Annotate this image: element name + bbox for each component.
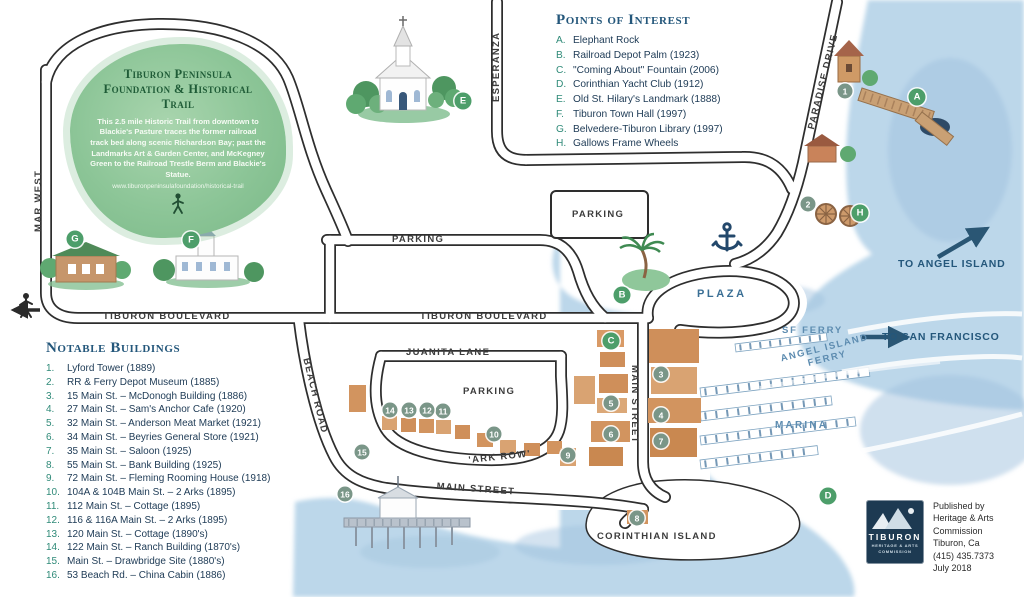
corinthian-island	[585, 479, 801, 561]
poi-item[interactable]: C. "Coming About" Fountain (2006)	[556, 64, 719, 76]
church-illustration	[346, 16, 463, 123]
map-marker-D[interactable]: D	[819, 487, 837, 505]
building-item[interactable]: 13. 120 Main St. – Cottage (1890's)	[46, 528, 208, 540]
map-marker-C[interactable]: C	[602, 332, 620, 350]
building-item[interactable]: 9. 72 Main St. – Fleming Rooming House (…	[46, 473, 271, 485]
plaza-label: PLAZA	[697, 288, 747, 300]
map-marker-9[interactable]: 9	[560, 447, 576, 463]
poi-item[interactable]: B. Railroad Depot Palm (1923)	[556, 49, 700, 61]
building-item[interactable]: 3. 15 Main St. – McDonogh Building (1886…	[46, 390, 248, 402]
points-of-interest-panel: Points of Interest A. Elephant Rock B. R…	[556, 12, 794, 152]
palm-tree-illustration	[619, 232, 670, 291]
marina-label: MARINA	[775, 420, 829, 431]
logo-subtitle-2: COMMISSION	[878, 549, 912, 554]
road-label-main-street-vertical: MAIN STREET	[629, 365, 640, 444]
building-item[interactable]: 7. 35 Main St. – Saloon (1925)	[46, 445, 192, 457]
parking-label-upper: PARKING	[572, 209, 625, 220]
building-item[interactable]: 2. RR & Ferry Depot Museum (1885)	[46, 376, 220, 388]
building-item[interactable]: 14. 122 Main St. – Ranch Building (1870'…	[46, 542, 241, 554]
depot-museum-illustration	[804, 134, 856, 163]
poi-item[interactable]: H. Gallows Frame Wheels	[556, 138, 679, 150]
map-marker-15[interactable]: 15	[354, 444, 370, 460]
map-marker-4[interactable]: 4	[653, 407, 669, 423]
map-marker-H[interactable]: H	[851, 204, 869, 222]
ferry-wake-streaks	[759, 311, 1023, 455]
logo-title: TIBURON	[868, 532, 922, 542]
map-marker-11[interactable]: 11	[435, 403, 451, 419]
map-marker-E[interactable]: E	[454, 92, 472, 110]
poi-heading: Points of Interest	[556, 12, 691, 28]
map-marker-3[interactable]: 3	[653, 366, 669, 382]
to-angel-island-arrow	[936, 226, 990, 259]
map-marker-7[interactable]: 7	[653, 433, 669, 449]
map-marker-G[interactable]: G	[66, 230, 84, 248]
parking-label-mid: PARKING	[392, 234, 445, 245]
china-cabin-pier-illustration	[343, 476, 471, 549]
map-marker-8[interactable]: 8	[629, 510, 645, 526]
map-marker-2[interactable]: 2	[800, 196, 816, 212]
poi-item[interactable]: A. Elephant Rock	[556, 35, 640, 46]
building-item[interactable]: 8. 55 Main St. – Bank Building (1925)	[46, 459, 222, 471]
road-label-tiburon-blvd-west: TIBURON BOULEVARD	[103, 311, 231, 322]
map-marker-14[interactable]: 14	[382, 402, 398, 418]
to-san-francisco-label: TO SAN FRANCISCO	[882, 331, 1000, 343]
lyford-tower-illustration	[834, 40, 878, 86]
notable-buildings-panel: Notable Buildings 1. Lyford Tower (1889)…	[46, 340, 301, 583]
parking-lot-upper	[550, 190, 649, 239]
parking-label-lower: PARKING	[463, 386, 516, 397]
building-item[interactable]: 6. 34 Main St. – Beyries General Store (…	[46, 431, 259, 443]
map-marker-5[interactable]: 5	[603, 395, 619, 411]
trail-title-card: Tiburon Peninsula Foundation & Historica…	[70, 44, 286, 238]
sf-ferry-label: SF FERRY	[782, 325, 844, 336]
poi-item[interactable]: F. Tiburon Town Hall (1997)	[556, 108, 687, 120]
map-marker-16[interactable]: 16	[337, 486, 353, 502]
library-illustration	[40, 242, 131, 290]
building-item[interactable]: 5. 32 Main St. – Anderson Meat Market (1…	[46, 418, 261, 430]
building-item[interactable]: 1. Lyford Tower (1889)	[46, 363, 156, 374]
map-marker-1[interactable]: 1	[837, 83, 853, 99]
poi-item[interactable]: G. Belvedere-Tiburon Library (1997)	[556, 123, 723, 135]
poi-item[interactable]: E. Old St. Hilary's Landmark (1888)	[556, 94, 721, 106]
building-item[interactable]: 10. 104A & 104B Main St. – 2 Arks (1895)	[46, 487, 236, 499]
building-item[interactable]: 15. Main St. – Drawbridge Site (1880's)	[46, 556, 225, 568]
road-label-mar-west: MAR WEST	[33, 169, 44, 232]
map-marker-13[interactable]: 13	[401, 402, 417, 418]
buildings-heading: Notable Buildings	[46, 340, 181, 356]
building-item[interactable]: 4. 27 Main St. – Sam's Anchor Cafe (1920…	[46, 404, 246, 416]
logo-subtitle-1: HERITAGE & ARTS	[871, 543, 919, 548]
building-item[interactable]: 12. 116 & 116A Main St. – 2 Arks (1895)	[46, 514, 228, 526]
map-marker-B[interactable]: B	[613, 286, 631, 304]
to-angel-island-label: TO ANGEL ISLAND	[898, 258, 1006, 270]
map-marker-A[interactable]: A	[908, 88, 926, 106]
building-item[interactable]: 16. 53 Beach Rd. – China Cabin (1886)	[46, 569, 226, 581]
poi-list: A. Elephant Rock B. Railroad Depot Palm …	[556, 34, 794, 152]
map-marker-10[interactable]: 10	[486, 426, 502, 442]
town-hall-illustration	[153, 226, 264, 288]
tiburon-heritage-logo: TIBURON HERITAGE & ARTS COMMISSION	[866, 500, 924, 564]
hiker-icon	[172, 193, 184, 215]
trail-title-line1: Tiburon Peninsula	[123, 66, 233, 81]
building-item[interactable]: 11. 112 Main St. – Cottage (1895)	[46, 500, 201, 512]
roads	[40, 0, 843, 529]
map-marker-F[interactable]: F	[182, 231, 200, 249]
trail-title-line2: Foundation & Historical Trail	[103, 81, 253, 111]
anchor-icon	[711, 222, 743, 252]
road-label-juanita-lane: JUANITA LANE	[406, 347, 491, 358]
map-marker-12[interactable]: 12	[419, 402, 435, 418]
publisher-text: Published by Heritage & Arts Commission …	[933, 501, 995, 574]
trail-description: This 2.5 mile Historic Trail from downto…	[90, 116, 266, 179]
buildings-list: 1. Lyford Tower (1889) 2. RR & Ferry Dep…	[46, 362, 301, 583]
road-label-corinthian-island: CORINTHIAN ISLAND	[597, 531, 717, 542]
poi-item[interactable]: D. Corinthian Yacht Club (1912)	[556, 79, 704, 91]
trail-url[interactable]: www.tiburonpeninsulafoundation/historica…	[112, 183, 244, 191]
trail-walker-icon	[19, 293, 33, 318]
road-label-esperanza: ESPERANZA	[491, 31, 502, 102]
publisher-block: TIBURON HERITAGE & ARTS COMMISSION Publi…	[866, 500, 994, 574]
logo-mountains-icon	[872, 508, 914, 529]
paradise-pier	[857, 87, 955, 146]
road-label-tiburon-blvd-center: TIBURON BOULEVARD	[420, 311, 548, 322]
map-marker-6[interactable]: 6	[603, 426, 619, 442]
